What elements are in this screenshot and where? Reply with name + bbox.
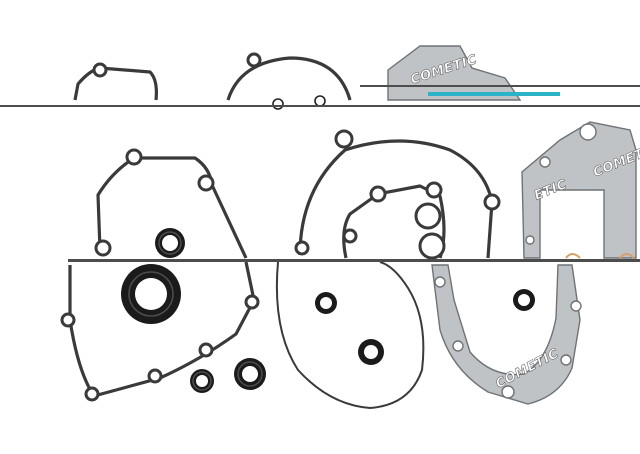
- small-oring-right: [513, 289, 535, 311]
- large-oring: [275, 261, 425, 410]
- bolt-hole: [244, 294, 260, 310]
- bolt-hole: [84, 386, 100, 402]
- bolt-hole: [198, 342, 214, 358]
- bolt-hole: [369, 185, 387, 203]
- oil-seal-small: [155, 228, 185, 258]
- glitch-line: [360, 85, 640, 87]
- clutch-cover-gasket: [298, 139, 494, 259]
- metal-bolt-hole: [525, 235, 535, 245]
- bolt-hole: [197, 174, 215, 192]
- metal-gasket-upper: [521, 121, 637, 259]
- metal-bolt-hole: [452, 340, 464, 352]
- oil-seal-mini: [190, 369, 214, 393]
- glitch-line: [0, 105, 640, 107]
- bolt-hole: [147, 368, 163, 384]
- bolt-hole: [125, 148, 143, 166]
- bolt-hole: [94, 239, 112, 257]
- top-strip-oring: [314, 95, 326, 107]
- metal-bolt-hole: [501, 385, 515, 399]
- gasket-port: [418, 232, 446, 260]
- metal-gasket-lower: [431, 264, 581, 405]
- top-strip-bolt-hole: [92, 62, 108, 78]
- small-oring: [315, 292, 337, 314]
- small-oring: [358, 339, 384, 365]
- copper-washer: [619, 253, 635, 259]
- cylinder-head-gasket: COMETIC: [431, 264, 582, 405]
- bolt-hole: [294, 240, 310, 256]
- bolt-hole: [483, 193, 501, 211]
- cylinder-base-gasket: ETIC COMETIC: [521, 121, 640, 259]
- bolt-hole: [60, 312, 76, 328]
- left-cover-gasket-group: [60, 148, 260, 402]
- metal-bolt-hole: [560, 354, 572, 366]
- gasket-port: [414, 202, 442, 230]
- clutch-cover-gasket-group: [294, 129, 501, 260]
- bolt-hole: [342, 228, 358, 244]
- top-strip-accent-line: [428, 92, 560, 96]
- top-strip: COMETIC: [73, 45, 560, 110]
- oil-seal-medium: [234, 358, 266, 390]
- top-strip-bolt-hole: [246, 52, 262, 68]
- top-strip-oring: [272, 98, 284, 110]
- metal-bolt-hole: [434, 276, 446, 288]
- top-strip-round-gasket: [226, 56, 352, 101]
- top-strip-cover-gasket: [73, 66, 158, 101]
- bolt-hole: [334, 129, 354, 149]
- bolt-hole: [425, 181, 443, 199]
- metal-bolt-hole: [579, 123, 597, 141]
- copper-washer: [565, 253, 581, 259]
- metal-bolt-hole: [539, 156, 551, 168]
- oil-seal-large: [121, 264, 181, 324]
- glitch-line: [68, 259, 640, 262]
- metal-bolt-hole: [570, 300, 582, 312]
